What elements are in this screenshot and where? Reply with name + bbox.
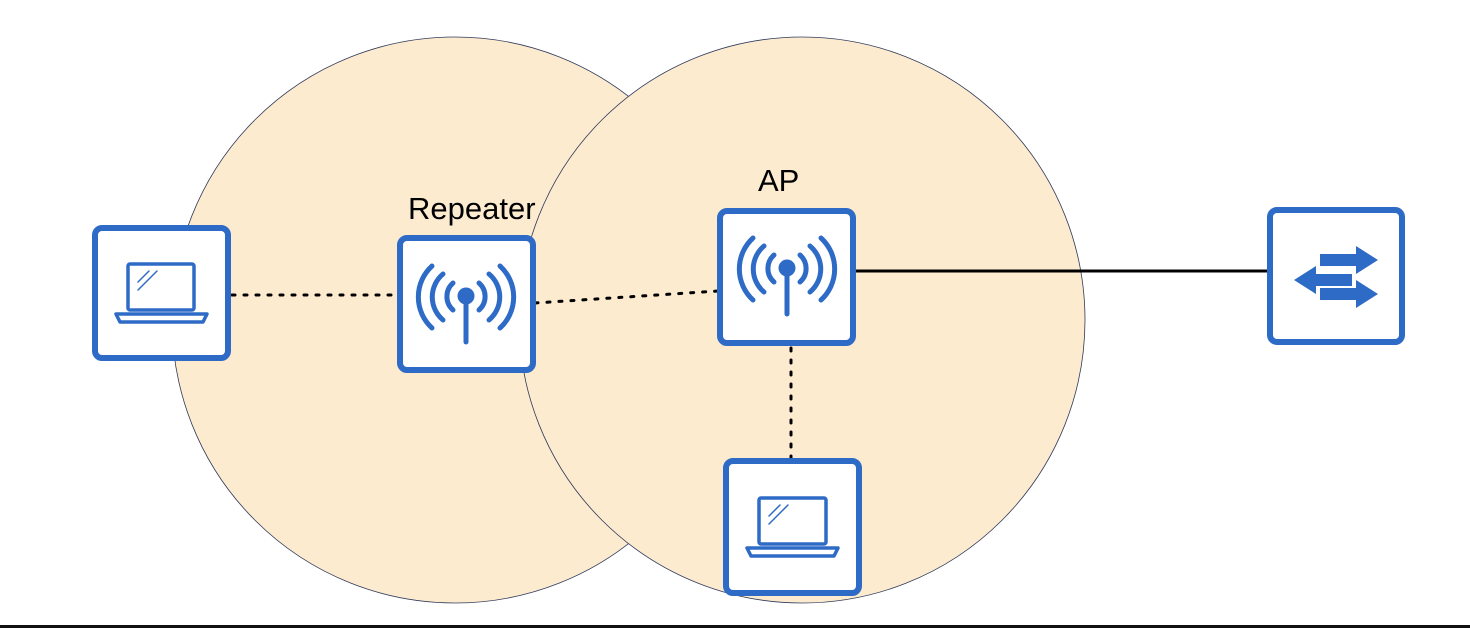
laptop-bottom-frame (723, 458, 862, 596)
laptop-bottom-device[interactable] (723, 458, 862, 596)
wireless-antenna-icon (415, 263, 517, 345)
antenna-dot (778, 259, 796, 277)
coverage-areas (171, 36, 1086, 604)
repeater-label: Repeater (408, 191, 536, 226)
switch-device[interactable] (1267, 207, 1405, 345)
laptop-icon (114, 262, 209, 324)
ap-label: AP (758, 163, 799, 198)
laptop-icon (745, 496, 840, 558)
antenna-dot (457, 287, 475, 305)
switch-arrows-icon (1294, 246, 1378, 308)
access-point-device[interactable] (717, 208, 856, 346)
wireless-antenna-icon (736, 235, 838, 317)
links (230, 269, 1268, 460)
repeater-device[interactable] (397, 235, 536, 373)
laptop-left-frame (92, 225, 231, 361)
laptop-left-device[interactable] (92, 225, 231, 361)
